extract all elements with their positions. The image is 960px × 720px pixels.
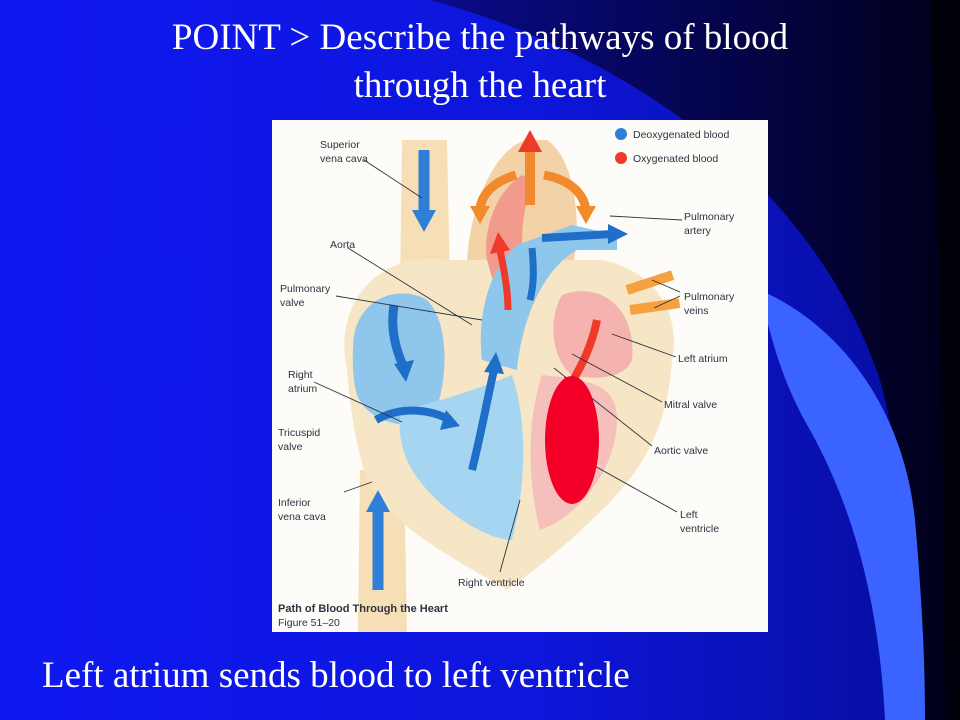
black-edge [930,0,960,720]
highlight-oval [545,376,599,504]
slide-title: POINT > Describe the pathways of blood t… [0,14,960,110]
legend-deoxygenated-label: Deoxygenated blood [633,129,729,141]
arrow-pa-branch [526,247,537,301]
label-superior-vena-cava-1: Superior [320,139,360,151]
arrow-pa-out [541,230,613,242]
legend-deoxygenated-dot [615,128,627,140]
arrow-aorta-left [475,170,518,209]
arrow-ivc-head [366,490,390,512]
label-pulmonary-veins-1: Pulmonary [684,291,735,303]
figure-caption-ref: Figure 51–20 [278,617,340,629]
label-left-ventricle-1: Left [680,509,698,521]
arrow-lv-up [496,249,512,311]
label-pulmonary-artery-1: Pulmonary [684,211,735,223]
arrow-pa-head [608,224,628,244]
label-tricuspid-valve-2: valve [278,441,303,453]
pulmonary-vein-1 [625,270,675,295]
label-left-ventricle-2: ventricle [680,523,719,535]
label-inferior-vena-cava-2: vena cava [278,511,326,523]
title-line-2: through the heart [353,65,607,106]
title-line-1: POINT > Describe the pathways of blood [171,17,789,58]
pulmonary-vein-2 [629,298,681,315]
label-pulmonary-veins-2: veins [684,305,709,317]
heart-diagram: Deoxygenated blood Oxygenated blood Supe… [272,120,768,632]
arrow-svc-head [412,210,436,232]
arrow-aorta-right-head [576,206,596,224]
slide-caption: Left atrium sends blood to left ventricl… [42,655,630,696]
label-pulmonary-valve-2: valve [280,297,305,309]
label-mitral-valve: Mitral valve [664,399,717,411]
label-right-atrium-2: atrium [288,383,317,395]
label-superior-vena-cava-2: vena cava [320,153,368,165]
arrow-tricuspid-head [440,410,460,430]
dark-sweep [430,0,960,720]
label-aorta: Aorta [330,239,355,251]
arrow-rv-head [484,352,504,374]
figure-caption-title: Path of Blood Through the Heart [278,603,448,615]
pulmonary-trunk [480,225,617,370]
arrow-aorta-up-head [518,130,542,152]
label-right-ventricle: Right ventricle [458,577,525,589]
label-pulmonary-artery-2: artery [684,225,712,237]
label-right-atrium-1: Right [288,369,313,381]
label-tricuspid-valve-1: Tricuspid [278,427,320,439]
arrow-rv-up [468,369,498,471]
arrow-ra-head [394,360,414,382]
legend-oxygenated-label: Oxygenated blood [633,153,718,165]
arrow-lv-up-head [490,232,510,254]
arrow-aorta-left-head [470,206,490,224]
light-sweep [760,290,925,720]
label-pulmonary-valve-1: Pulmonary [280,283,331,295]
legend-oxygenated-dot [615,152,627,164]
label-left-atrium: Left atrium [678,353,728,365]
label-aortic-valve: Aortic valve [654,445,708,457]
label-inferior-vena-cava-1: Inferior [278,497,311,509]
